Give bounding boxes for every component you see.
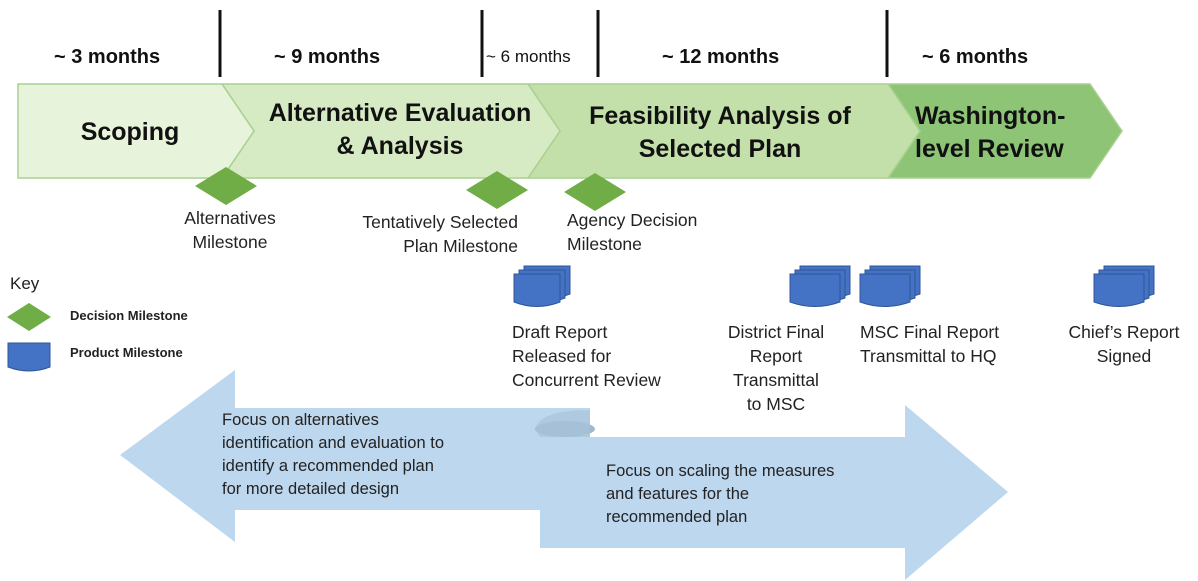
product-icon-district-final [789, 265, 851, 307]
decision-label-tsp: Tentatively Selected Plan Milestone [362, 212, 518, 256]
product-icon-msc-final [859, 265, 921, 307]
product-label-district-final: District Final Report Transmittal to MSC [727, 322, 825, 414]
phase-chevron-scoping [17, 83, 255, 179]
key-title: Key [10, 274, 40, 293]
product-label-draft-report: Draft Report Released for Concurrent Rev… [512, 322, 661, 390]
phase-label-alternative: Alternative Evaluation & Analysis [268, 99, 532, 160]
product-icon-draft-report [513, 265, 571, 307]
decision-diamond-tsp [466, 171, 528, 209]
focus-right-text: Focus on scaling the measures and featur… [606, 462, 835, 526]
key-decision-diamond-icon [7, 303, 51, 331]
duration-tsp: ~ 6 months [486, 47, 571, 66]
phase-label-feasibility: Feasibility Analysis of Selected Plan [589, 102, 851, 163]
decision-label-alternatives: Alternatives Milestone [184, 208, 276, 252]
decision-label-agency: Agency Decision Milestone [567, 210, 698, 254]
phase-label-washington: Washington- level Review [915, 102, 1066, 163]
product-label-chiefs-report: Chief’s Report Signed [1068, 322, 1180, 366]
decision-diamond-alternatives [195, 167, 257, 205]
key-product-icon [7, 342, 51, 372]
key-decision-label: Decision Milestone [70, 308, 188, 323]
product-label-msc-final: MSC Final Report Transmittal to HQ [860, 322, 1000, 366]
phase-label-scoping: Scoping [80, 118, 180, 146]
decision-diamond-agency [564, 173, 626, 211]
duration-feasibility: ~ 12 months [662, 46, 780, 68]
product-icon-chiefs-report [1093, 265, 1155, 307]
key-product-label: Product Milestone [70, 345, 183, 360]
duration-washington: ~ 6 months [922, 46, 1029, 68]
focus-arrow-curl-shadow [535, 410, 590, 437]
duration-scoping: ~ 3 months [54, 46, 161, 68]
focus-arrow-right [540, 405, 1008, 580]
duration-alternative: ~ 9 months [274, 46, 381, 68]
focus-left-text: Focus on alternatives identification and… [222, 411, 444, 498]
focus-arrow-left [120, 370, 590, 542]
